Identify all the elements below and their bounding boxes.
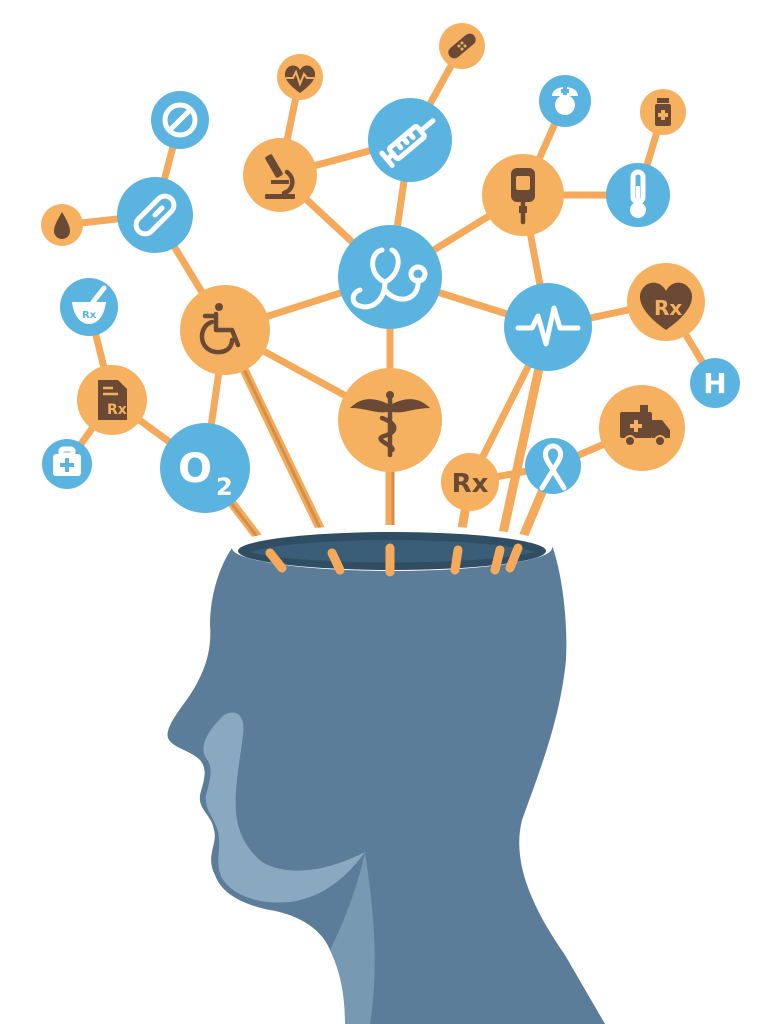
rx-icon: Rx [452,469,489,499]
mortar-pestle-node: Rx [60,278,118,336]
heart-rate-icon [284,65,316,93]
wheelchair-icon [199,303,241,355]
stethoscope-icon [350,247,428,310]
oxygen-node: O 2 [160,423,250,513]
heartbeat-icon [515,305,581,347]
thermometer-icon [630,169,646,218]
pill-node [117,177,193,253]
oxygen-label: O [178,446,212,492]
hospital-icon: H [703,367,726,400]
oxygen-subscript: 2 [216,473,233,501]
heart-rx-node: Rx [627,263,705,341]
nurse-node [539,75,591,127]
mortar-pestle-icon: Rx [72,285,107,324]
prescription-icon: Rx [98,380,127,420]
caduceus-node [338,368,442,472]
stethoscope-node [338,225,442,329]
heart-rx-icon: Rx [639,282,693,330]
ambulance-icon [620,405,670,447]
bandage-icon [448,33,476,59]
medicine-bottle-icon [655,98,671,126]
heart-rx-label: Rx [654,296,682,320]
bandage-node [439,23,485,69]
microscope-node [243,138,317,212]
no-entry-icon [162,102,198,138]
rx-node: Rx [441,453,499,511]
first-aid-node [42,439,92,489]
thermometer-node [606,163,670,227]
water-drop-node [41,204,83,246]
wheelchair-node [180,285,270,375]
ambulance-node [599,385,685,471]
no-entry-node [151,91,209,149]
syringe-node [368,98,452,182]
prescription-label: Rx [107,402,127,418]
heart-rate-node [277,54,323,100]
first-aid-kit-icon [53,446,81,476]
syringe-icon [379,118,436,168]
ribbon-node [525,438,581,494]
iv-bag-node [482,154,564,236]
caduceus-icon [350,391,430,458]
medicine-bottle-node [640,89,686,135]
head-silhouette [167,525,605,1024]
nurse-icon [552,87,578,115]
iv-bag-icon [511,168,535,225]
oxygen-icon: O 2 [178,446,233,501]
microscope-icon [265,154,295,199]
prescription-node: Rx [77,365,147,435]
awareness-ribbon-icon [539,443,567,491]
water-drop-icon [54,212,70,239]
svg-text:Rx: Rx [82,310,97,321]
hospital-node: H [690,358,740,408]
heartbeat-node [504,283,592,371]
pill-icon [133,193,177,237]
